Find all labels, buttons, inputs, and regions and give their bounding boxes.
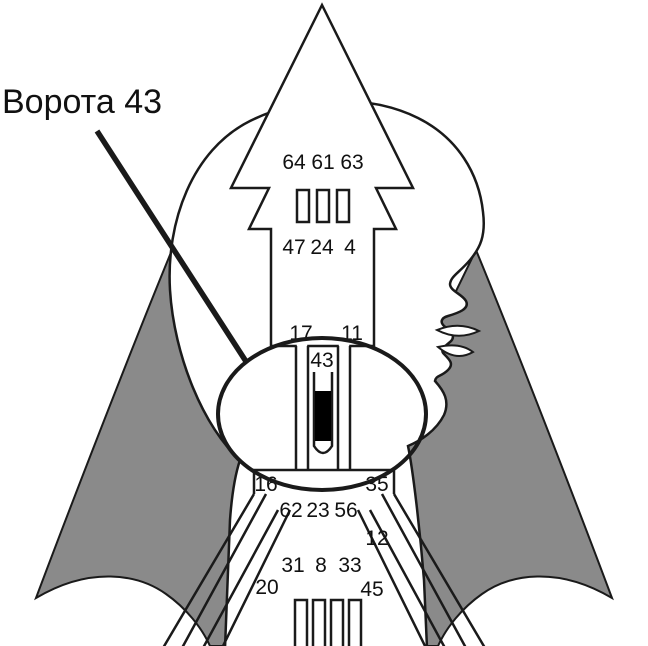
head-center-arrow <box>228 2 416 348</box>
gate-43-label: 43 <box>310 349 333 372</box>
gate-23-label: 23 <box>306 499 329 522</box>
arrow-base-gap-left <box>296 341 308 350</box>
head-channel-box-2 <box>315 188 331 224</box>
gate-47-label: 47 <box>282 236 305 259</box>
gate-43-highlight <box>315 391 331 441</box>
ajna-left-channel <box>294 346 310 470</box>
gate-45-label: 45 <box>360 578 383 601</box>
gate-4-label: 4 <box>344 236 356 259</box>
callout-line <box>94 129 250 365</box>
gate-33-label: 33 <box>338 554 361 577</box>
head-channel-box-3 <box>335 188 351 224</box>
ajna-right-channel <box>336 346 352 470</box>
gate-31-label: 31 <box>281 554 304 577</box>
gate-35-label: 35 <box>365 473 388 496</box>
gate-63-label: 63 <box>340 151 363 174</box>
gate-64-label: 64 <box>282 151 306 174</box>
arrow-base-gap-right <box>338 341 350 350</box>
left-channel-fan <box>162 493 292 646</box>
gate-8-label: 8 <box>315 554 327 577</box>
highlight-ellipse <box>216 336 428 492</box>
throat-top-edge <box>252 468 396 494</box>
head-channel-box-1 <box>295 188 311 224</box>
throat-bottom-slots <box>293 598 363 646</box>
ajna-middle-channel <box>312 372 334 455</box>
gate-12-label: 12 <box>365 527 388 550</box>
lower-lip <box>435 344 475 357</box>
upper-lip <box>434 324 482 337</box>
right-channel-fan <box>356 493 486 646</box>
annotation-label: Ворота 43 <box>2 83 162 121</box>
gate-20-label: 20 <box>255 576 278 599</box>
gate-62-label: 62 <box>279 499 302 522</box>
gate-61-label: 61 <box>311 151 334 174</box>
gate-24-label: 24 <box>310 236 334 259</box>
head-profile-outline <box>168 99 485 646</box>
gate-56-label: 56 <box>334 499 357 522</box>
